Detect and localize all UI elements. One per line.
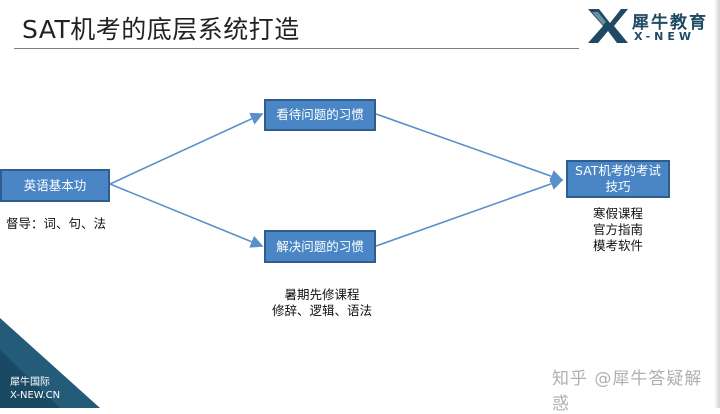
arrow-basics-to-solve <box>109 183 264 248</box>
node-exam-skills: SAT机考的考试 技巧 <box>566 160 670 198</box>
edge-shadow <box>714 0 720 408</box>
x-logo-icon <box>588 9 628 43</box>
node-solve-habit: 解决问题的习惯 <box>264 230 376 263</box>
note-winter-course: 寒假课程 官方指南 模考软件 <box>592 206 643 253</box>
arrow-solve-to-skills <box>375 177 564 247</box>
corner-brand-en: X-NEW.CN <box>10 390 61 401</box>
note-summer-course: 暑期先修课程 修辞、逻辑、语法 <box>271 287 372 318</box>
node-view-habit: 看待问题的习惯 <box>264 99 376 131</box>
node-english-basics: 英语基本功 <box>0 169 110 202</box>
arrow-view-to-skills <box>375 113 564 183</box>
logo-english-text: X-NEW <box>634 30 696 43</box>
corner-brand-cn: 犀牛国际 <box>10 377 50 388</box>
arrow-basics-to-view <box>109 112 264 185</box>
logo-chinese-text: 犀牛教育 <box>632 13 708 33</box>
brand-logo: 犀牛教育 X-NEW <box>586 6 712 48</box>
note-supervise: 督导：词、句、法 <box>6 216 107 231</box>
watermark-text: 知乎 @犀牛答疑解惑 <box>552 369 703 414</box>
page-title: SAT机考的底层系统打造 <box>22 15 300 44</box>
title-divider <box>14 48 579 49</box>
